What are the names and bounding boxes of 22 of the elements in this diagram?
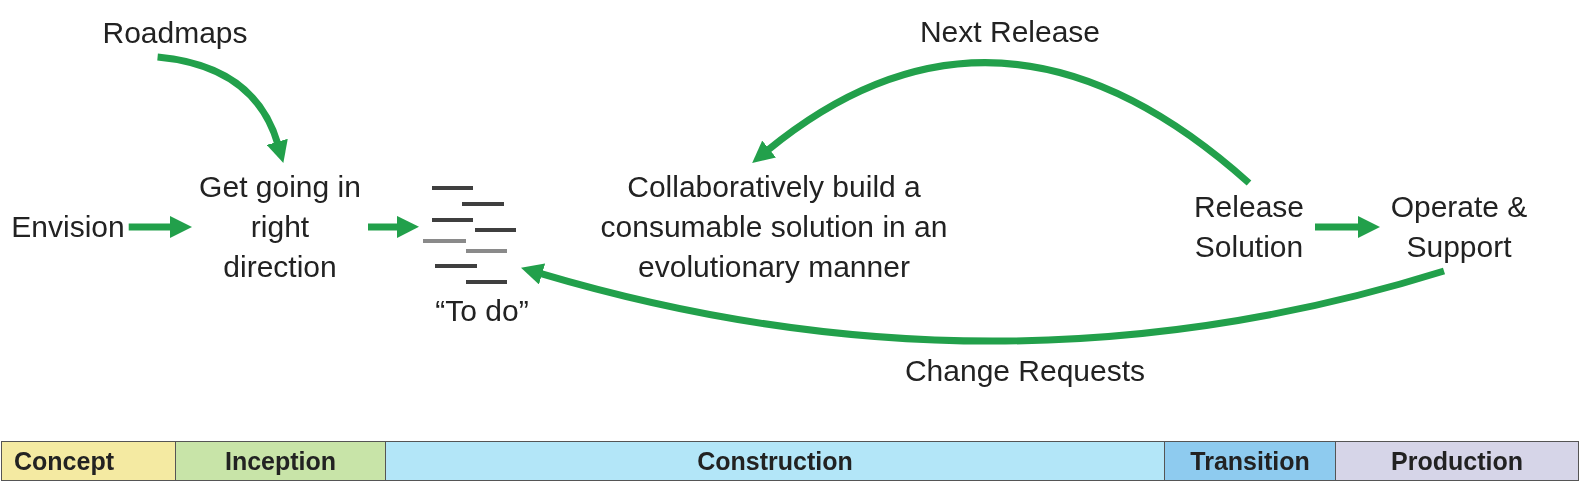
phase-band [176, 441, 386, 481]
step-label: Collaboratively build a consumable solution in an evolutionary manner [592, 167, 956, 287]
node-caption: “To do” [435, 293, 529, 329]
phase-label: Inception [224, 448, 337, 474]
step-label: Envision [11, 207, 125, 247]
phase-band [1336, 441, 1579, 481]
step-label: Get going in right direction [196, 167, 364, 287]
phase-label: Construction [697, 448, 853, 474]
arrow [128, 216, 192, 238]
curved-arrow [751, 59, 1252, 186]
phase-band [386, 441, 1165, 481]
step-label: Operate & Support [1384, 187, 1534, 267]
phase-band [1, 441, 176, 481]
curved-arrow [157, 53, 288, 163]
phase-label: Production [1391, 448, 1523, 474]
phase-label: Transition [1190, 448, 1310, 474]
phase-label: Concept [14, 448, 114, 474]
phase-band [1165, 441, 1336, 481]
step-label: Release Solution [1187, 187, 1311, 267]
step-label: Roadmaps [102, 13, 248, 53]
curved-arrow [520, 263, 1445, 345]
task-list-drawing [423, 184, 517, 286]
